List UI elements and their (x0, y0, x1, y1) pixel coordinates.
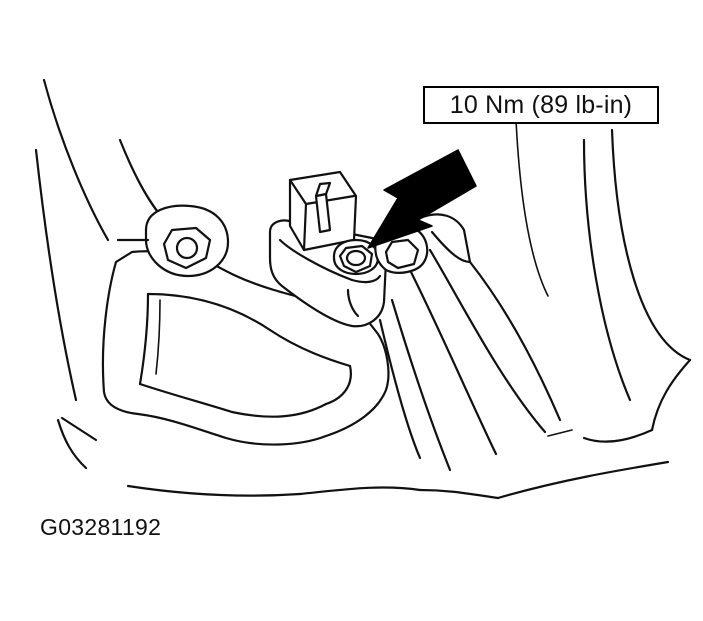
support-rails (378, 213, 562, 472)
mounting-flange (101, 250, 390, 446)
housing-outline (34, 78, 692, 500)
sensor-connector (288, 170, 358, 252)
sensor-retaining-bolt (332, 238, 380, 276)
torque-specification-label: 10 Nm (89 lb-in) (423, 86, 659, 124)
figure-identifier: G03281192 (40, 514, 162, 540)
left-mounting-bolt (116, 204, 230, 278)
adjacent-bolt (374, 224, 429, 274)
indicator-arrow (367, 149, 477, 249)
